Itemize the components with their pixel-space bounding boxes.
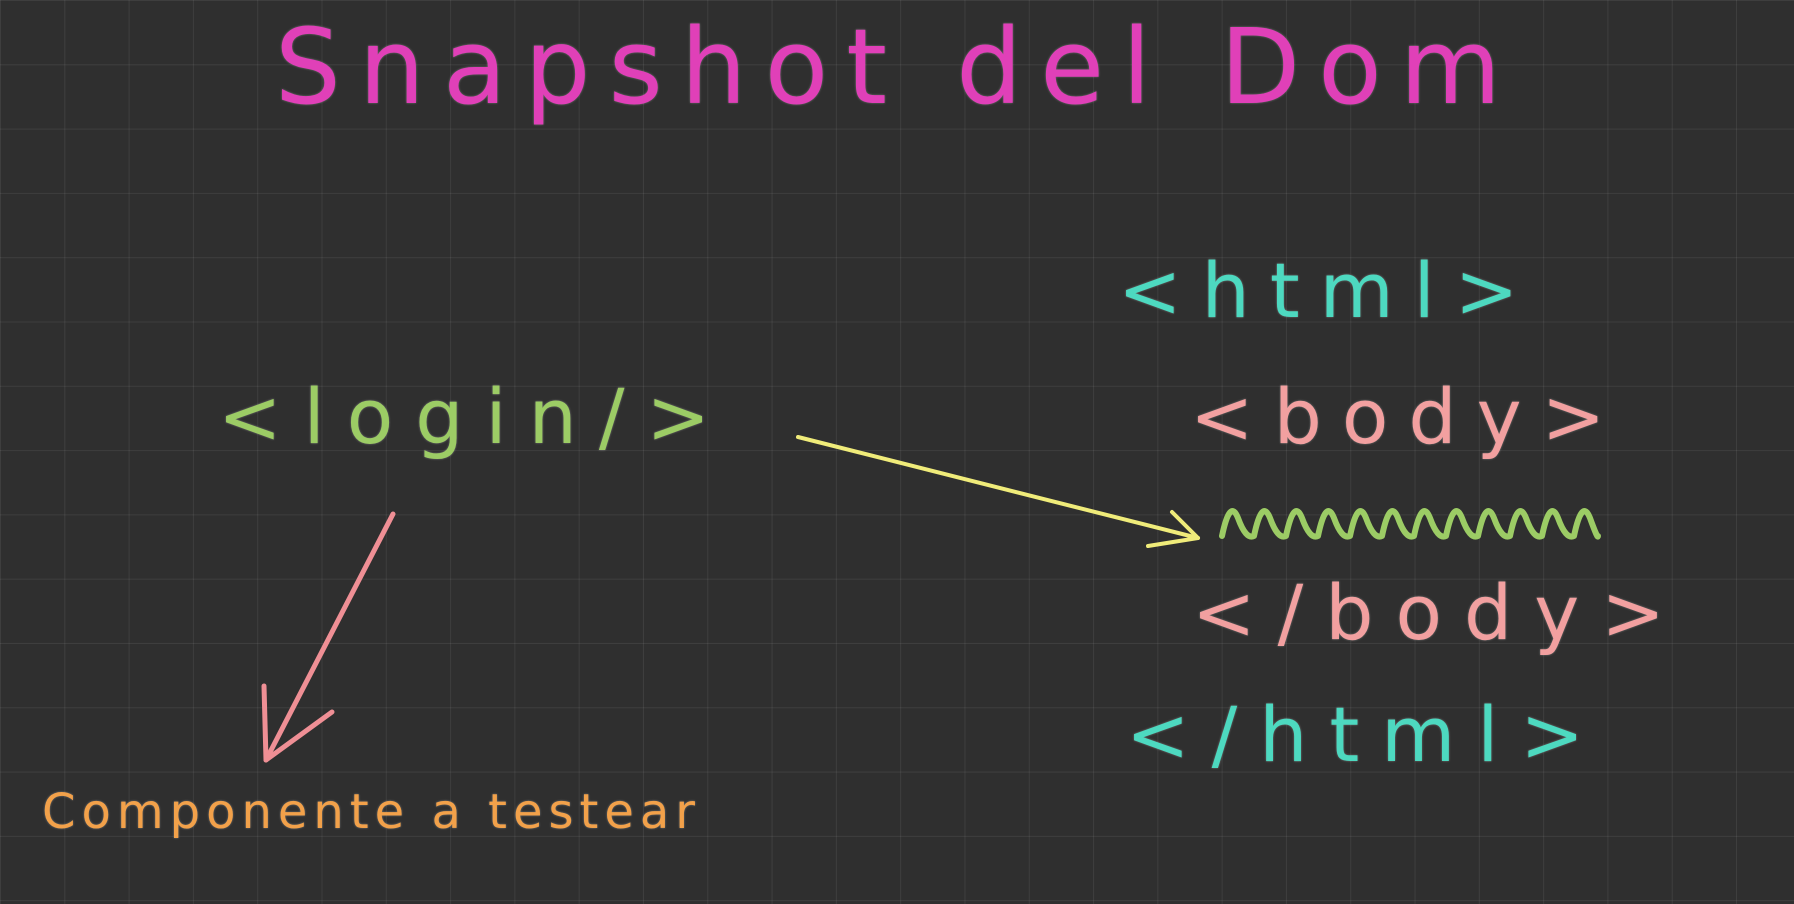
arrow-to-caption (261, 511, 396, 763)
body-close-tag: </body> (1192, 568, 1687, 657)
login-component-tag: <login/> (218, 372, 733, 461)
component-caption: Componente a testear (42, 784, 701, 840)
body-content-squiggle (1219, 508, 1601, 540)
html-close-tag: </html> (1126, 690, 1607, 779)
html-open-tag: <html> (1118, 246, 1539, 335)
diagram-title: Snapshot del Dom (274, 6, 1520, 128)
arrow-to-dom (796, 435, 1200, 548)
body-open-tag: <body> (1190, 372, 1626, 461)
